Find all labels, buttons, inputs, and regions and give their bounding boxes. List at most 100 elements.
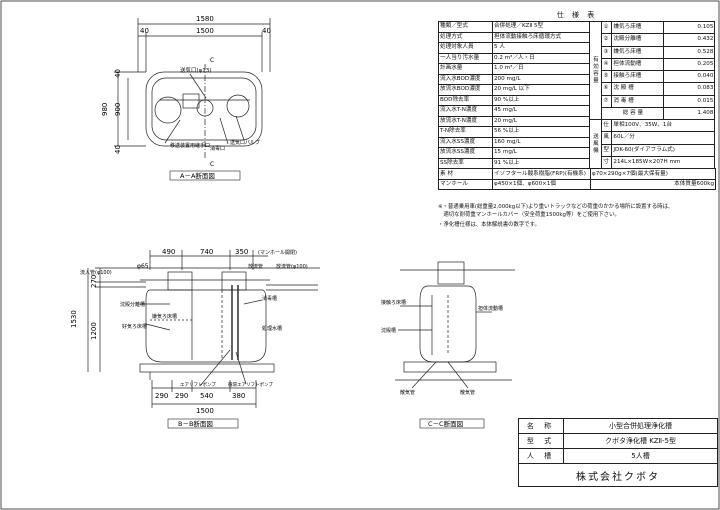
volume-value: 0.083 [663,82,716,96]
volume-no: ⑤ [601,69,613,84]
spec-key: 種類／型式 [438,21,493,33]
blower-value: 60L／分 [611,131,716,145]
secb-label-disinfect: 消毒槽 [262,295,277,302]
spec-row: 処理方式担体流動接触ろ床循環方式 [438,31,590,43]
secb-dim-290a: 290 [155,392,168,400]
spec-value: 90 %以上 [492,94,590,106]
spec-value: 91 %以上 [492,157,590,169]
secb-dim-540: 540 [200,392,213,400]
spec-key: 放流水SS濃度 [438,147,493,159]
plan-label-air-valve: 送気口バルブ [230,139,260,146]
volume-no: ① [601,20,613,35]
secb-dim-overall: 1500 [196,407,214,415]
plan-dim-inner: 1500 [196,27,214,35]
plan-dim-overall: 1580 [196,15,214,23]
volume-name: 消 毒 槽 [611,94,665,108]
spec-value: 1.0 m³／日 [492,63,590,75]
spec-value: 45 mg/L [492,105,590,117]
spec-table-bottom: 素 材 イソフタール酸系樹脂(FRP)(有機系) φ70×290g×7個(最大保… [438,168,716,191]
volume-no: ④ [601,57,613,72]
volume-name: 沈 殿 槽 [611,82,665,96]
secc-label-left2: 沈殿槽 [381,327,396,334]
secb-label-chamber2: 好気ろ床槽 [122,323,147,330]
spec-key: 流入水T-N濃度 [438,105,493,117]
blower-key: 型 式 [601,143,613,157]
spec-key: SS除去率 [438,157,493,169]
spec-key: 放流水T-N濃度 [438,115,493,127]
name-value: 小型合併処理浄化槽 [563,418,718,434]
blower-row: 風 量60L／分 [590,131,716,145]
plan-dim-depth-inner: 900 [114,103,122,116]
secb-label-pump2: 循環エアリフトポンプ [228,381,273,388]
secb-label-outlet-top: 放流管 [248,263,263,270]
secc-label-bottom2: 散気管 [460,389,475,396]
spec-value: 56 %以上 [492,126,590,138]
spec-value: 200 mg/L [492,73,590,85]
blower-value: 単相100V、35W、1台 [611,118,716,133]
section-b [87,250,320,408]
secc-label-bottom1: 散気管 [400,389,415,396]
plan-label-disinfect: 消毒口 [210,145,225,152]
blower-value: JDK-60(ダイアフラム式) [611,143,716,157]
material-weight: φ70×290g×7個(最大保有量) [590,168,716,180]
volume-name: 嫌気ろ床槽 [611,45,665,59]
spec-value: 合併処理／KZⅡ 5型 [492,21,590,33]
spec-key: 処理対象人員 [438,42,493,54]
volume-value: 0.205 [663,57,716,72]
manhole-value: φ450×1個、φ600×1個 [492,178,591,191]
body-weight: 本体質量600kg [590,178,716,191]
plan-section-mark-bottom: C [210,161,214,168]
spec-key: 流入水SS濃度 [438,136,493,148]
volume-total-value: 1.408 [663,106,716,121]
secb-dim-740: 740 [200,248,213,256]
blower-row: 型 式JDK-60(ダイアフラム式) [590,143,716,157]
blower-key: 寸 法 [601,155,613,170]
volume-no: ② [601,33,613,47]
plan-view [114,18,271,160]
volume-value: 0.432 [663,33,716,47]
spec-value: 担体流動接触ろ床循環方式 [492,31,590,43]
secb-label-outlet: 放流管(φ100) [276,263,308,270]
volume-name: 接触ろ床槽 [611,69,665,84]
blower-key: 風 量 [601,131,613,145]
spec-key: 流入水BOD濃度 [438,73,493,85]
volume-value: 0.040 [663,69,716,84]
volume-no: ⑥ [601,82,613,96]
plan-label-air-pipe: 送気口(φ13) [180,66,211,74]
volume-total-key: 総 容 量 [601,106,665,121]
model-value: クボタ浄化槽 KZⅡ-5型 [563,433,718,449]
secb-label-chamber3: 嫌気ろ床槽 [152,313,177,320]
volume-no: ③ [601,45,613,59]
manhole-key: マンホール [438,178,493,191]
note-line: ・浄化槽仕様は、本体解説書の数字です。 [438,222,540,228]
secb-dim-380: 380 [232,392,245,400]
spec-title: 仕 様 表 [556,11,598,19]
volume-value: 0.015 [663,94,716,108]
secc-caption: C－C断面図 [428,419,463,428]
material-value: イソフタール酸系樹脂(FRP)(有機系) [492,168,591,180]
note-line: 適切な耐荷重マンホールカバー（安全荷重1500kg等）をご使用下さい。 [438,212,620,218]
secb-label-treat: 処理水槽 [262,325,282,332]
secb-dim-290b: 290 [175,392,188,400]
plan-dim-depth: 980 [101,103,109,116]
plan-section-mark-top: C [210,57,214,64]
volume-value: 0.528 [663,45,716,59]
spec-key: 処理方式 [438,31,493,43]
secb-label-manhole: (マンホール開閉) [258,250,297,256]
plan-dim-right-off: 40 [262,27,271,35]
